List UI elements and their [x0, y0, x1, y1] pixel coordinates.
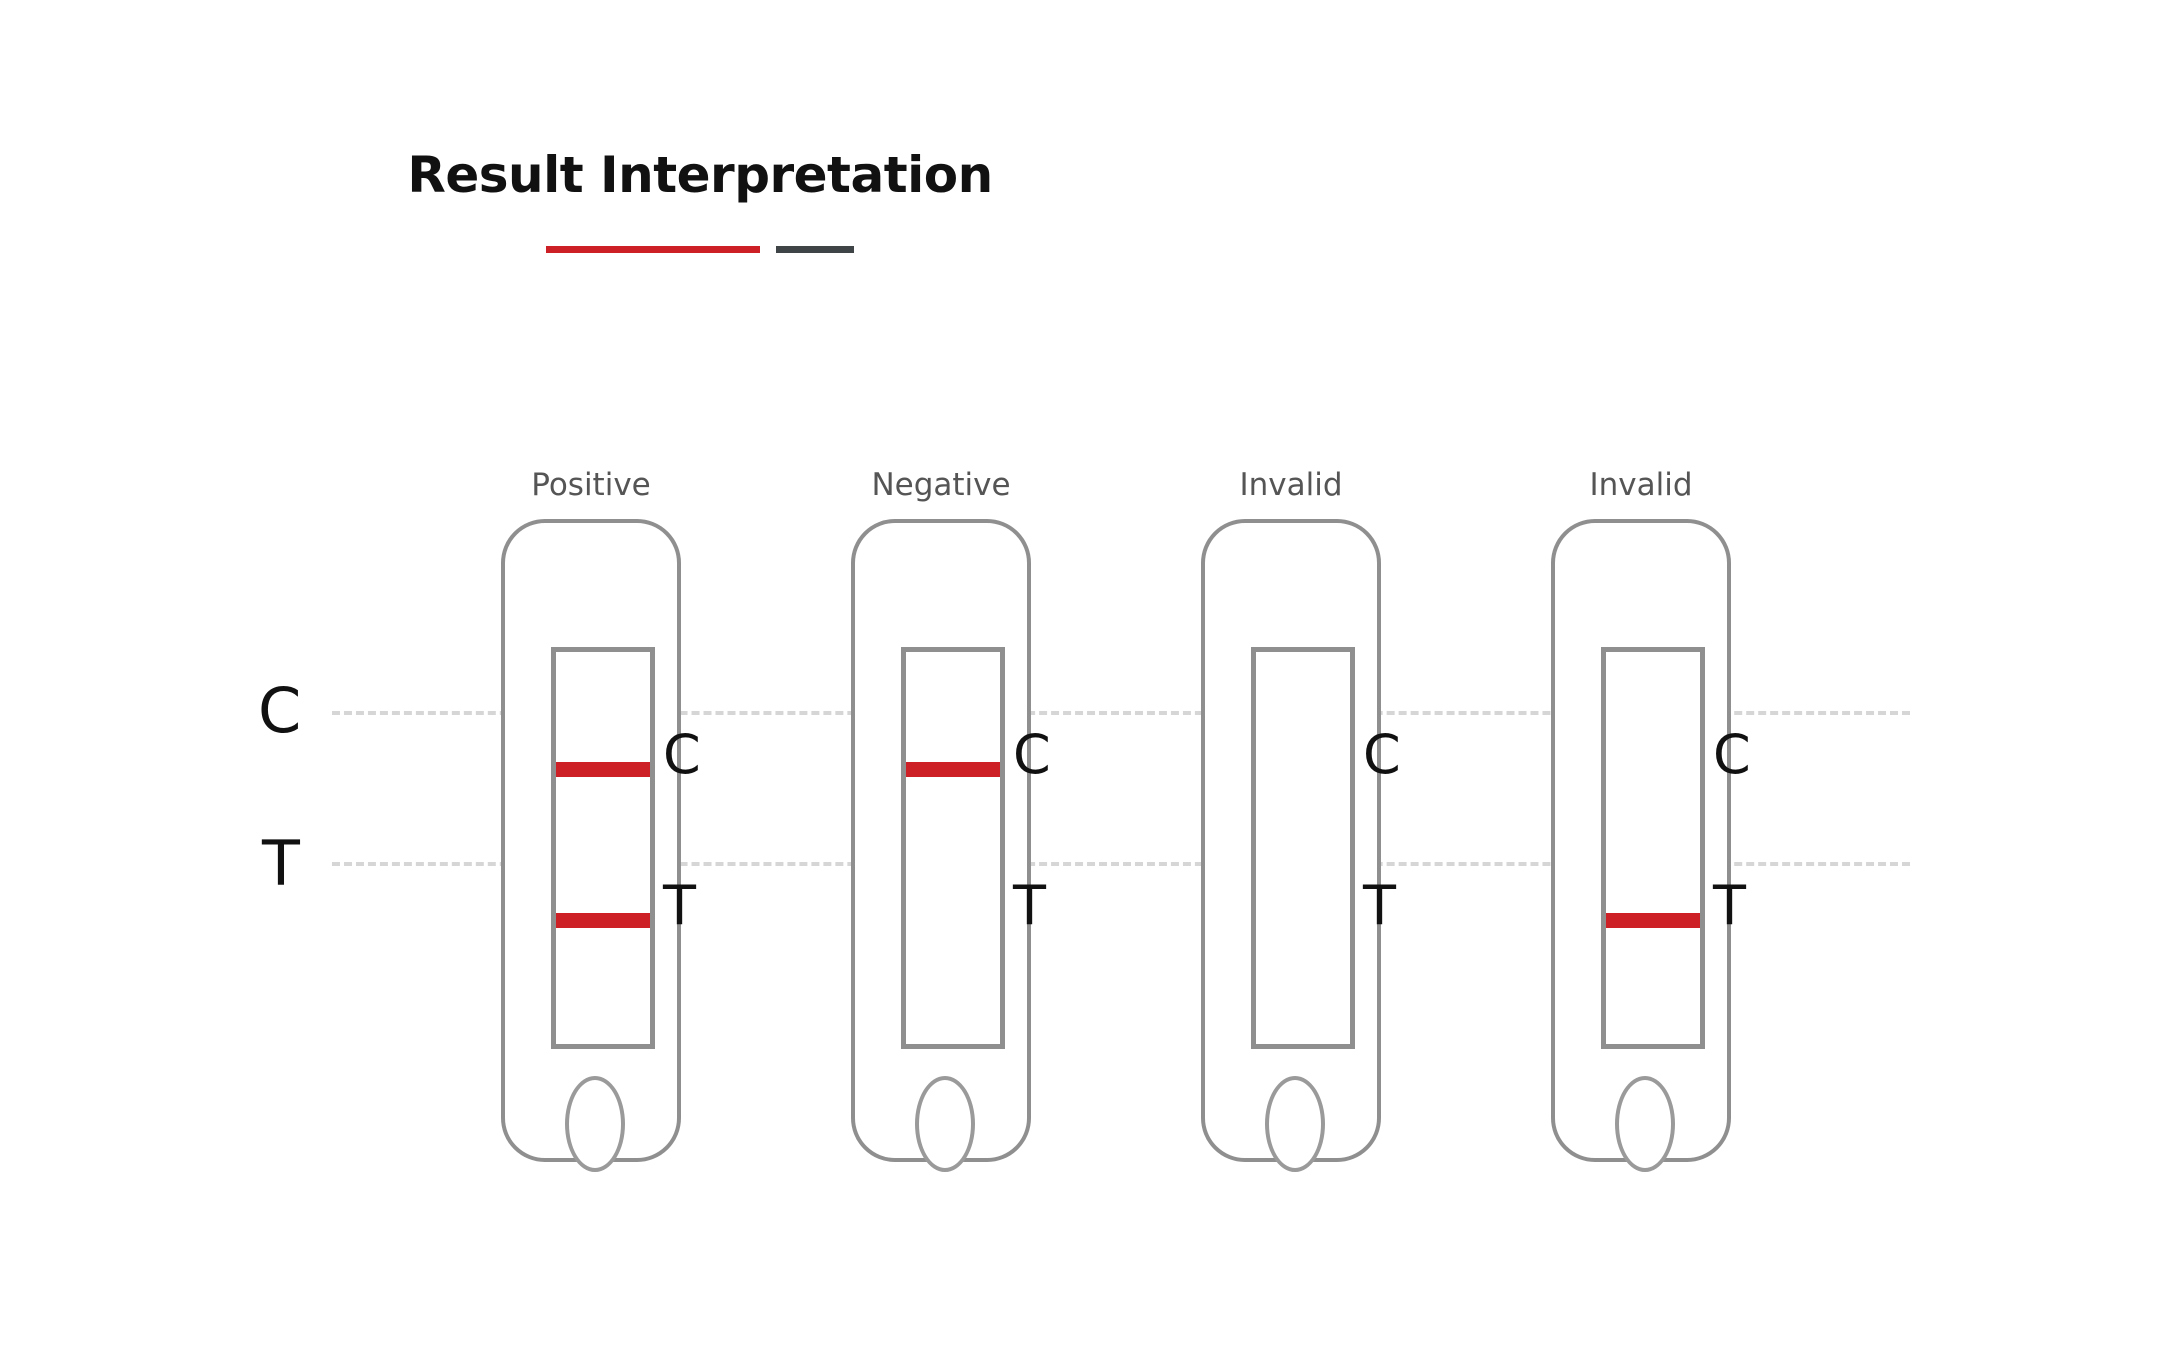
- control-band-letter: C: [1363, 723, 1401, 786]
- accent-bar-secondary: [776, 246, 854, 253]
- guide-line-test: [332, 862, 1910, 866]
- cassette-label: Invalid: [1589, 467, 1693, 503]
- cassette-body: C T: [1201, 519, 1401, 1172]
- result-window: [1251, 647, 1355, 1049]
- cassette-label: Positive: [531, 467, 651, 503]
- control-line: [556, 762, 650, 777]
- page-title: Result Interpretation: [407, 146, 993, 204]
- test-band-letter: T: [1363, 874, 1396, 937]
- cassette-positive[interactable]: Positive C T: [501, 470, 701, 1190]
- cassette-invalid-1[interactable]: Invalid C T: [1201, 470, 1401, 1190]
- sample-well-icon: [1615, 1076, 1675, 1172]
- control-band-letter: C: [1713, 723, 1751, 786]
- accent-bar-primary: [546, 246, 760, 253]
- header: Result Interpretation: [0, 150, 1400, 253]
- sample-well-icon: [915, 1076, 975, 1172]
- accent-underline: [0, 246, 1400, 253]
- axis-label-control: C: [258, 674, 302, 747]
- cassette-body: C T: [501, 519, 701, 1172]
- cassette-negative[interactable]: Negative C T: [851, 470, 1051, 1190]
- axis-label-test: T: [262, 827, 300, 900]
- test-line: [556, 913, 650, 928]
- guide-line-control: [332, 711, 1910, 715]
- test-band-letter: T: [1713, 874, 1746, 937]
- control-line: [906, 762, 1000, 777]
- cassette-label: Invalid: [1239, 467, 1343, 503]
- control-band-letter: C: [1013, 723, 1051, 786]
- cassette-body: C T: [1551, 519, 1751, 1172]
- test-band-letter: T: [663, 874, 696, 937]
- cassette-label: Negative: [871, 467, 1011, 503]
- test-band-letter: T: [1013, 874, 1046, 937]
- result-window: [1601, 647, 1705, 1049]
- result-window: [901, 647, 1005, 1049]
- cassette-row: Positive C T Negative C T Invalid: [501, 470, 1761, 1190]
- sample-well-icon: [565, 1076, 625, 1172]
- test-line: [1606, 913, 1700, 928]
- cassette-invalid-2[interactable]: Invalid C T: [1551, 470, 1751, 1190]
- control-band-letter: C: [663, 723, 701, 786]
- sample-well-icon: [1265, 1076, 1325, 1172]
- cassette-body: C T: [851, 519, 1051, 1172]
- result-window: [551, 647, 655, 1049]
